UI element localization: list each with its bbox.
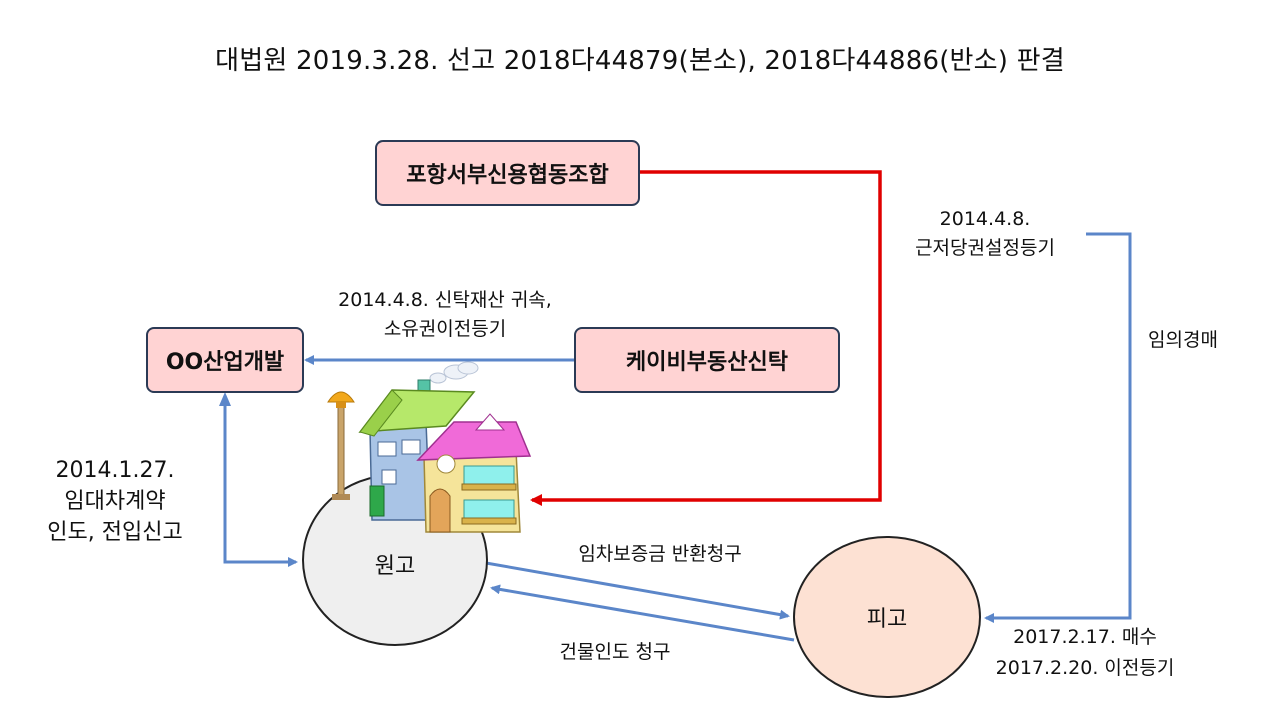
cooperative-node: 포항서부신용협동조합 bbox=[375, 140, 640, 206]
trust-transfer-label: 2014.4.8. 신탁재산 귀속, 소유권이전등기 bbox=[320, 286, 570, 345]
building-claim-label: 건물인도 청구 bbox=[559, 641, 671, 663]
building-claim-arrow bbox=[490, 584, 795, 642]
purchase-line-1: 2017.2.17. 매수 bbox=[1013, 626, 1157, 648]
trust-transfer-line-1: 2014.4.8. 신탁재산 귀속, bbox=[338, 289, 552, 311]
defendant-label: 피고 bbox=[866, 607, 908, 632]
lease-arrow bbox=[223, 400, 298, 567]
house-illustration-icon bbox=[327, 361, 532, 533]
auction-arrow bbox=[984, 232, 1132, 623]
auction-label: 임의경매 bbox=[1148, 329, 1218, 351]
mortgage-line-1: 2014.4.8. bbox=[939, 208, 1031, 230]
lease-label: 2014.1.27. 임대차계약 인도, 전입신고 bbox=[20, 456, 210, 548]
page-title: 대법원 2019.3.28. 선고 2018다44879(본소), 2018다4… bbox=[215, 46, 1065, 76]
mortgage-arrow bbox=[530, 170, 882, 506]
lease-line-3: 인도, 전입신고 bbox=[47, 519, 183, 545]
trust-label: 케이비부동산신탁 bbox=[626, 350, 788, 375]
defendant-node: 피고 bbox=[793, 536, 981, 698]
plaintiff-label: 원고 bbox=[374, 554, 416, 579]
deposit-claim-label: 임차보증금 반환청구 bbox=[578, 543, 742, 565]
mortgage-line-2: 근저당권설정등기 bbox=[915, 237, 1055, 260]
purchase-line-2: 2017.2.20. 이전등기 bbox=[995, 657, 1175, 680]
trust-node: 케이비부동산신탁 bbox=[574, 327, 840, 393]
trust-transfer-line-2: 소유권이전등기 bbox=[383, 318, 507, 341]
deposit-claim-arrow bbox=[485, 561, 790, 620]
purchase-label: 2017.2.17. 매수 2017.2.20. 이전등기 bbox=[990, 622, 1180, 685]
mortgage-label: 2014.4.8. 근저당권설정등기 bbox=[890, 205, 1080, 264]
cooperative-label: 포항서부신용협동조합 bbox=[406, 163, 609, 188]
developer-label: OO산업개발 bbox=[165, 350, 285, 375]
developer-node: OO산업개발 bbox=[146, 327, 304, 393]
lease-line-1: 2014.1.27. bbox=[55, 458, 175, 483]
lease-line-2: 임대차계약 bbox=[64, 488, 166, 514]
